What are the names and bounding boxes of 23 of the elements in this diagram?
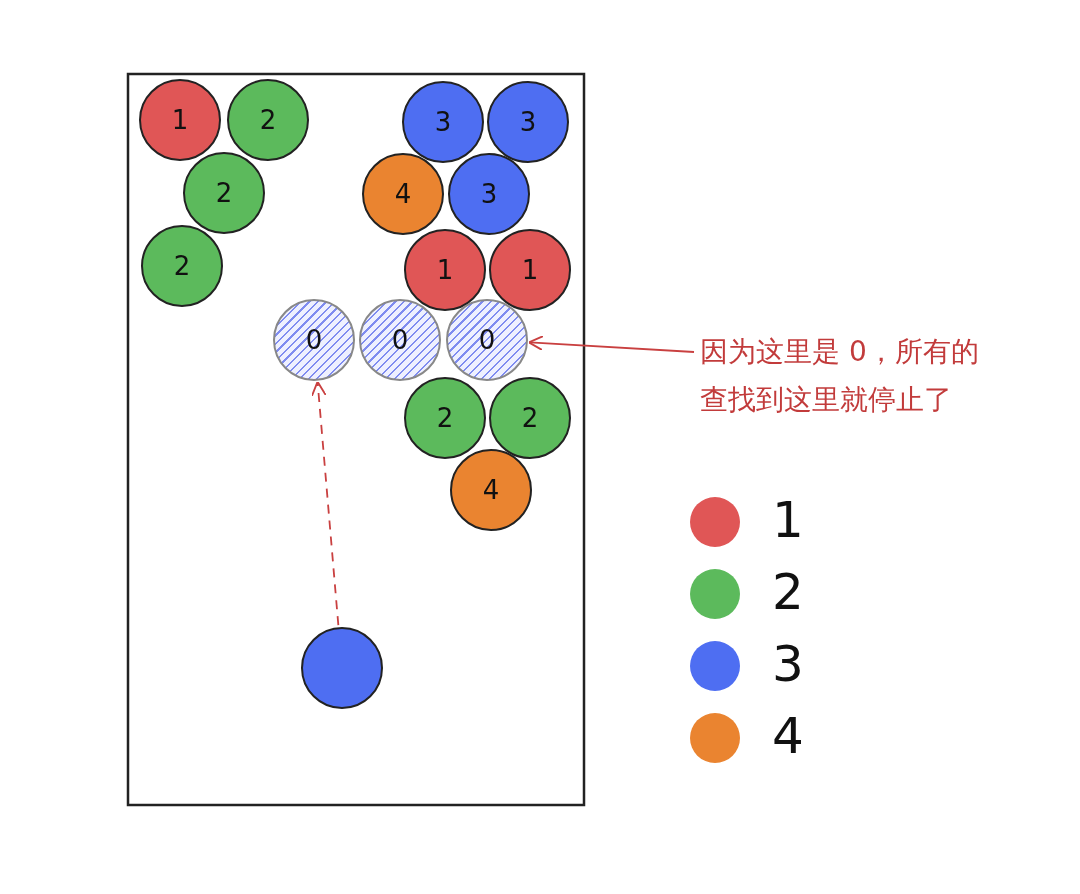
legend-label: 1: [772, 490, 804, 550]
arrow: [310, 380, 340, 627]
ball: 3: [448, 153, 530, 235]
ball: 2: [404, 377, 486, 459]
annotation-text: 因为这里是 0，所有的查找到这里就停止了: [700, 328, 992, 424]
ball: 1: [404, 229, 486, 311]
ball: 2: [227, 79, 309, 161]
hatched-ball: 0: [359, 299, 441, 381]
ball: 2: [489, 377, 571, 459]
hatched-ball: 0: [273, 299, 355, 381]
ball: 2: [141, 225, 223, 307]
ball: 2: [183, 152, 265, 234]
legend-label: 3: [772, 634, 804, 694]
ball: 3: [402, 81, 484, 163]
ball: 4: [362, 153, 444, 235]
hatched-ball: 0: [446, 299, 528, 381]
ball: 1: [139, 79, 221, 161]
ball: 4: [450, 449, 532, 531]
legend-label: 2: [772, 562, 804, 622]
ball: 3: [487, 81, 569, 163]
arrow: [527, 335, 695, 353]
ball: 1: [489, 229, 571, 311]
legend-label: 4: [772, 706, 804, 766]
